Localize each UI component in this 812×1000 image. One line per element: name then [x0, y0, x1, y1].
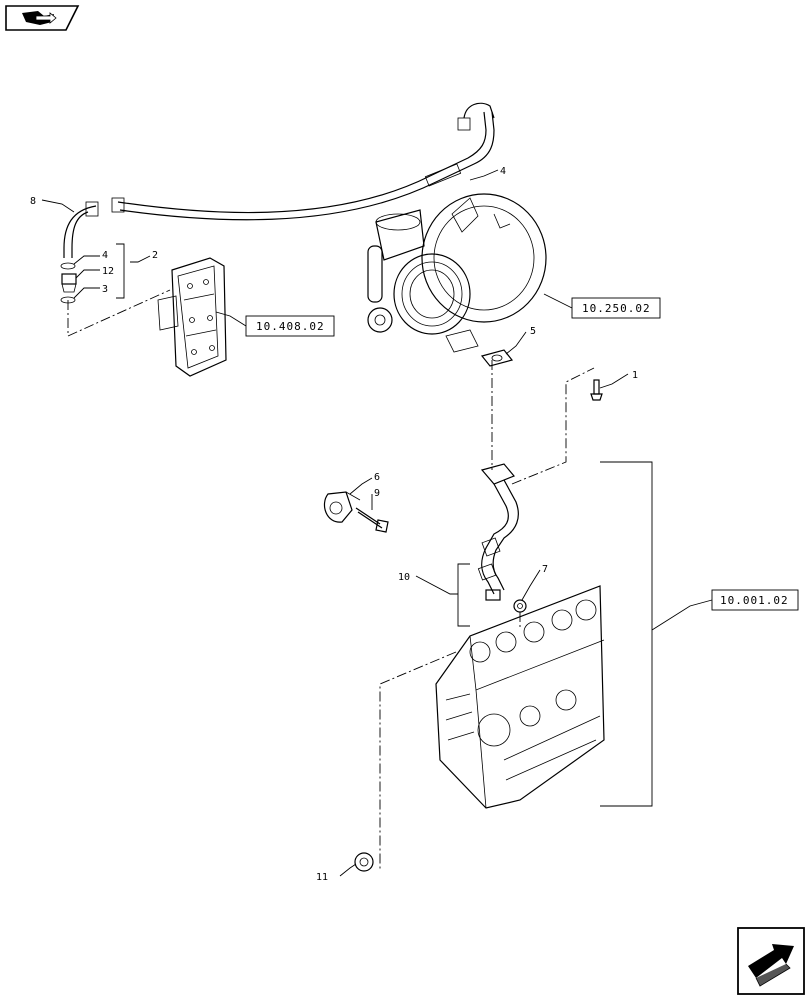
callout-10: 10 [398, 572, 410, 583]
callout-2: 2 [152, 250, 158, 261]
bolt [590, 379, 603, 401]
callout-4-right: 4 [500, 166, 506, 177]
gasket [480, 349, 514, 367]
book-arrow-icon[interactable] [5, 5, 80, 31]
filter-head-assembly [157, 257, 227, 377]
callout-6: 6 [374, 472, 380, 483]
alignment-lines [67, 289, 595, 870]
pipe-clamp [323, 491, 361, 523]
callout-3: 3 [102, 284, 108, 295]
screw [355, 507, 389, 533]
reference-label: 10.250.02 [582, 302, 651, 315]
callout-labels: 8 4 12 3 2 4 5 1 6 9 7 10 11 [30, 166, 638, 883]
callout-9: 9 [374, 488, 380, 499]
turbocharger [367, 193, 547, 353]
reference-link-10408[interactable]: 10.408.02 [245, 315, 335, 337]
callout-7: 7 [542, 564, 548, 575]
arrow-next-icon[interactable] [737, 927, 805, 995]
callout-12: 12 [102, 266, 114, 277]
callout-1: 1 [632, 370, 638, 381]
leader-lines [41, 169, 713, 877]
plug [354, 852, 374, 872]
callout-5: 5 [530, 326, 536, 337]
oil-feed-pipe [63, 102, 495, 258]
reference-label: 10.001.02 [720, 594, 789, 607]
fitting-stack [60, 262, 77, 304]
callout-11: 11 [316, 872, 328, 883]
callout-8: 8 [30, 196, 36, 207]
reference-link-10250[interactable]: 10.250.02 [571, 297, 661, 319]
sealing-washer [513, 599, 527, 613]
oil-drain-pipe [477, 463, 519, 601]
callout-4-left: 4 [102, 250, 108, 261]
reference-link-10001[interactable]: 10.001.02 [711, 589, 799, 611]
engine-block [435, 585, 605, 809]
reference-label: 10.408.02 [256, 320, 325, 333]
